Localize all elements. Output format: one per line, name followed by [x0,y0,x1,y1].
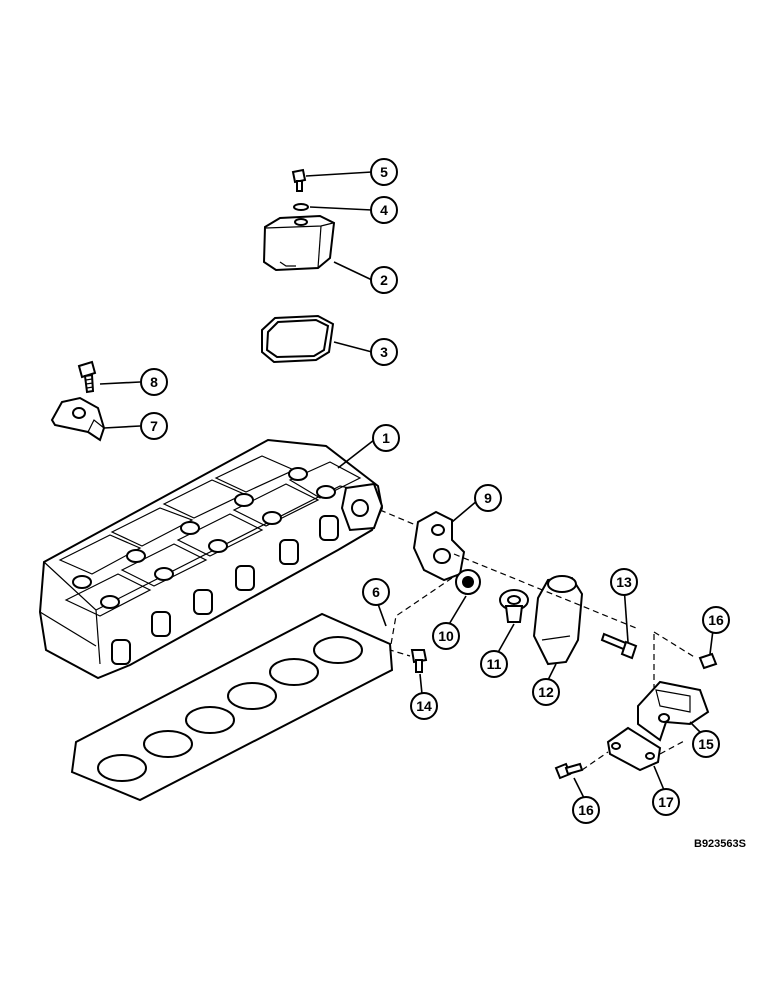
callout-4-label: 4 [380,202,388,218]
callout-3: 3 [370,338,398,366]
washer-4-drawing [293,203,309,211]
lifting-bracket-drawing [50,396,106,442]
callout-2-label: 2 [380,272,388,288]
callout-6: 6 [362,578,390,606]
callout-11-label: 11 [487,656,502,672]
callout-2: 2 [370,266,398,294]
callout-11: 11 [480,650,508,678]
callout-5: 5 [370,158,398,186]
bolt-8-drawing [77,360,97,394]
callout-17-label: 17 [658,794,674,810]
callout-8: 8 [140,368,168,396]
nut-16-drawing [698,652,718,670]
figure-reference-code: B923563S [694,838,746,850]
valve-train-detail [58,455,362,617]
valve-cover-gasket-drawing [261,314,335,364]
seal-10-drawing [455,569,481,595]
thermostat-housing-drawing [532,575,584,666]
valve-cover-drawing [262,214,336,272]
callout-7-label: 7 [150,418,158,434]
cylinder-head-drawing [38,438,384,680]
callout-9: 9 [474,484,502,512]
callout-4: 4 [370,196,398,224]
callout-16-lower-label: 16 [578,802,594,818]
callout-6-label: 6 [372,584,380,600]
valve-posts [72,467,336,609]
callout-14: 14 [410,692,438,720]
callout-13-label: 13 [616,574,632,590]
callout-16-upper-label: 16 [708,612,724,628]
callout-15: 15 [692,730,720,758]
callout-12-label: 12 [538,684,554,700]
callout-10-label: 10 [438,628,454,644]
callout-9-label: 9 [484,490,492,506]
callout-12: 12 [532,678,560,706]
head-gasket-drawing [70,612,394,802]
gasket-9-drawing [412,510,466,582]
injector-ports [111,515,339,665]
callout-5-label: 5 [380,164,388,180]
callout-13: 13 [610,568,638,596]
callout-10: 10 [432,622,460,650]
callout-7: 7 [140,412,168,440]
callout-16-lower: 16 [572,796,600,824]
bolt-16b-drawing [554,762,584,780]
plate-17-drawing [606,726,662,772]
callout-1-label: 1 [382,430,390,446]
callout-15-label: 15 [698,736,714,752]
bracket-15-drawing [637,680,710,742]
bolt-14-drawing [410,649,428,673]
bolt-13-drawing [600,632,638,660]
assembly-lines [379,509,697,771]
callout-8-label: 8 [150,374,158,390]
bolt-5-drawing [291,168,307,192]
callout-1: 1 [372,424,400,452]
callout-14-label: 14 [416,698,432,714]
thermostat-drawing [499,589,529,623]
callout-3-label: 3 [380,344,388,360]
callout-16-upper: 16 [702,606,730,634]
callout-17: 17 [652,788,680,816]
